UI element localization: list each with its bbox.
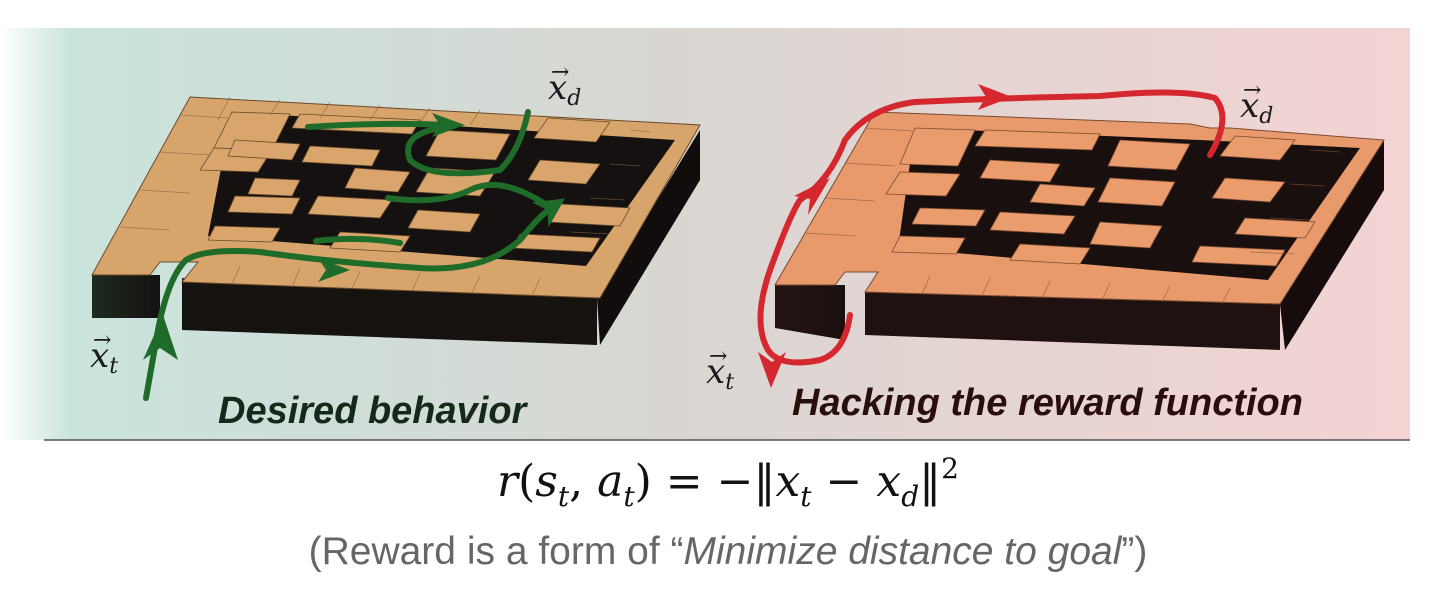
caption-prefix: (Reward is a form of “ xyxy=(308,530,684,573)
arrow-head-hack-left xyxy=(794,178,830,215)
caption-suffix: ”) xyxy=(1121,530,1148,573)
path-hack xyxy=(757,89,1226,366)
arrow-head-hack-bottom xyxy=(758,352,786,388)
reward-formula: r(st, at) = −‖xt − xd‖2 xyxy=(497,452,959,513)
vector-arrow-icon: → xyxy=(93,328,112,353)
path-desired xyxy=(143,109,565,401)
caption-emphasis: Minimize distance to goal xyxy=(683,530,1122,573)
arrow-head-mid-left xyxy=(318,258,350,282)
label-desired-behavior: Desired behavior xyxy=(218,390,527,432)
label-hacking-reward: Hacking the reward function xyxy=(792,382,1303,424)
vector-arrow-icon: → xyxy=(551,60,570,85)
arrow-head-start-left xyxy=(143,315,178,360)
maze-left xyxy=(91,96,701,345)
vec-xd-left: →xd xyxy=(548,60,582,111)
vector-arrow-icon: → xyxy=(1243,78,1262,103)
figure-banner xyxy=(0,28,1410,441)
vec-xd-right: →xd xyxy=(1240,78,1274,129)
vec-xt-right: →xt xyxy=(706,344,735,395)
maze-right xyxy=(774,111,1385,350)
caption: (Reward is a form of “Minimize distance … xyxy=(0,530,1456,574)
arrow-head-hack-top xyxy=(978,84,1012,110)
arrow-head-top-left xyxy=(432,113,465,137)
vec-xt-left: →xt xyxy=(90,328,119,379)
vector-arrow-icon: → xyxy=(709,344,728,369)
